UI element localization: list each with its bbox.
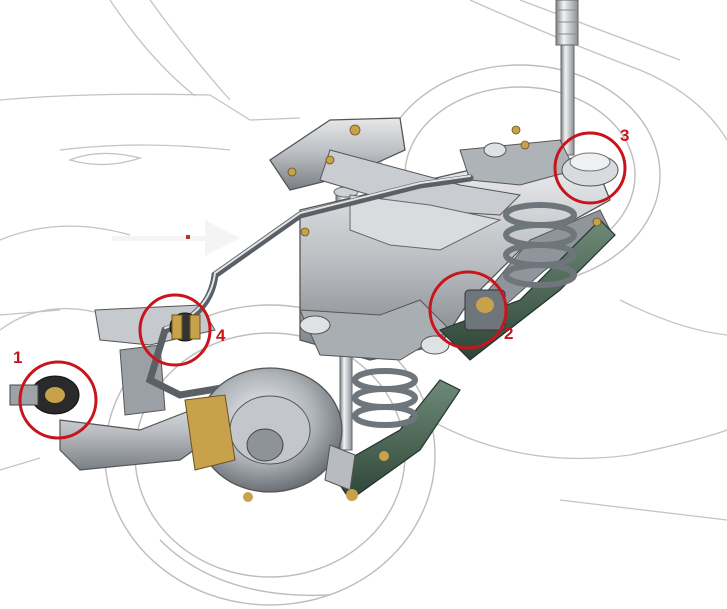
callout-circles <box>18 131 627 440</box>
callout-circle-4 <box>138 293 212 367</box>
callout-label-1: 1 <box>13 348 23 367</box>
body-outline-icon <box>0 0 727 521</box>
coil-spring-icon <box>352 202 577 428</box>
shock-absorber-icon <box>555 0 579 156</box>
fastener-icon <box>287 124 602 237</box>
arrow-icon <box>112 220 240 256</box>
callout-circle-3 <box>553 131 627 205</box>
callout-label-3: 3 <box>620 126 630 145</box>
callout-circle-2 <box>428 270 508 350</box>
brake-disc-icon <box>184 367 389 502</box>
callout-label-2: 2 <box>504 324 514 343</box>
subframe-icon <box>269 117 611 361</box>
callout-circle-1 <box>18 360 98 440</box>
bushing-icon <box>9 142 619 415</box>
callout-label-4: 4 <box>216 326 226 345</box>
